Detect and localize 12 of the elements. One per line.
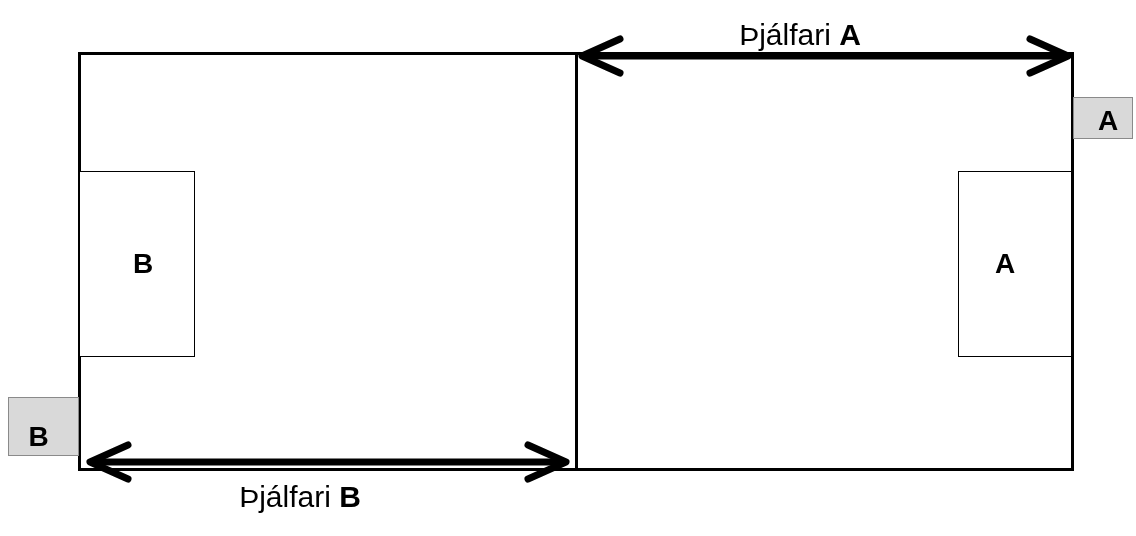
player-tag	[8, 397, 79, 456]
field-half	[78, 52, 578, 471]
field-half	[576, 52, 1074, 471]
goal-area	[958, 171, 1072, 357]
team-letter: B	[28, 422, 49, 451]
coach-zone-label: Þjálfari B	[239, 482, 361, 512]
team-letter: A	[1097, 107, 1119, 135]
goal-area	[79, 171, 195, 357]
coach-zone-label: Þjálfari A	[739, 20, 861, 50]
player-tag	[1073, 97, 1133, 139]
team-letter: B	[132, 250, 154, 278]
team-letter: A	[994, 250, 1016, 278]
